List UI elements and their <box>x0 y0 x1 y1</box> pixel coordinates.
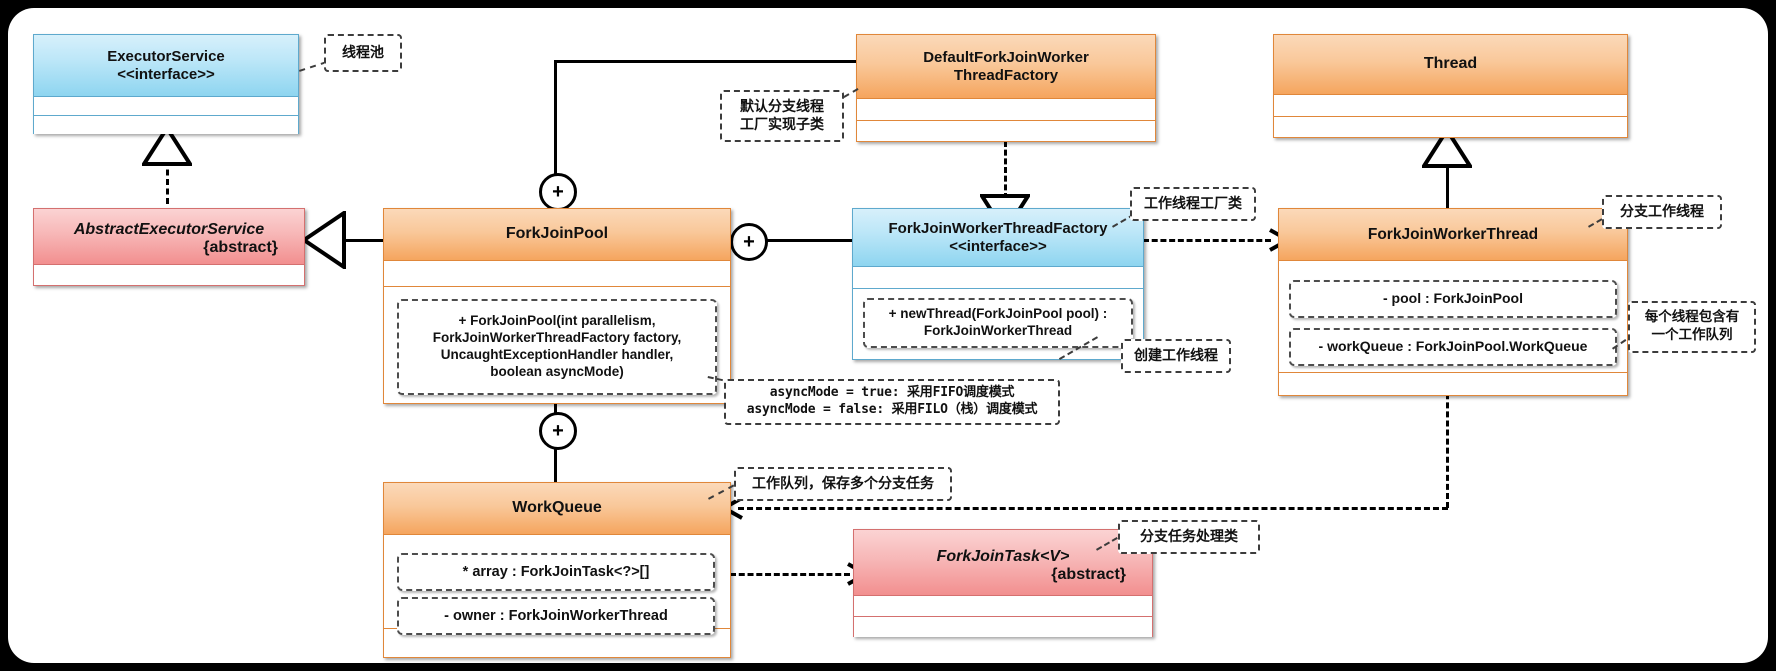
class-forkjointask-modifier: {abstract} <box>1051 566 1126 583</box>
member-forkjoinworkerthread-pool[interactable]: - pool : ForkJoinPool <box>1289 280 1617 318</box>
class-abstractexecutorservice-attributes <box>34 265 304 285</box>
class-forkjointask-name: ForkJoinTask<V> <box>936 547 1070 565</box>
class-executorservice-name: ExecutorService <box>107 48 225 66</box>
class-thread[interactable]: Thread <box>1273 34 1628 138</box>
member-forkjoinworkerthread-workqueue[interactable]: - workQueue : ForkJoinPool.WorkQueue <box>1289 328 1617 366</box>
class-workqueue-header: WorkQueue <box>384 483 730 535</box>
note-async-mode: asyncMode = true: 采用FIFO调度模式 asyncMode =… <box>724 379 1060 425</box>
class-forkjoinpool-header: ForkJoinPool <box>384 209 730 261</box>
member-workqueue-owner[interactable]: - owner : ForkJoinWorkerThread <box>397 597 715 635</box>
connector-defaultfactory-factoryinterface <box>1004 141 1007 199</box>
class-forkjoinworkerthread-name: ForkJoinWorkerThread <box>1367 225 1539 243</box>
class-executorservice-stereotype: <<interface>> <box>117 65 215 83</box>
class-defaultforkjoinworkerthreadfactory-operations <box>857 121 1155 141</box>
class-thread-name: Thread <box>1423 55 1478 73</box>
connector-array-forkjointask <box>730 573 850 576</box>
class-forkjoinpool-name: ForkJoinPool <box>505 225 609 243</box>
note-create-worker: 创建工作线程 <box>1121 339 1231 373</box>
class-defaultforkjoinworkerthreadfactory-header: DefaultForkJoinWorker ThreadFactory <box>857 35 1155 99</box>
class-forkjointask-header: ForkJoinTask<V> {abstract} <box>854 530 1152 596</box>
class-forkjointask-operations <box>854 617 1152 637</box>
connector-abstract-forkjoinpool <box>324 239 384 242</box>
generalization-arrow-executorservice <box>142 126 192 166</box>
class-defaultforkjoinworkerthreadfactory[interactable]: DefaultForkJoinWorker ThreadFactory <box>856 34 1156 142</box>
class-abstractexecutorservice-header: AbstractExecutorService {abstract} <box>34 209 304 265</box>
class-thread-operations <box>1274 117 1627 137</box>
diagram-canvas: + + + ExecutorService <<interface>> <box>8 8 1768 663</box>
class-forkjoinworkerthread-header: ForkJoinWorkerThread <box>1279 209 1627 261</box>
class-executorservice-attributes <box>34 97 298 116</box>
aggregation-marker-workqueue: + <box>539 412 577 450</box>
connector-pool-factoryinterface <box>730 239 852 242</box>
generalization-arrow-abstractexecutorservice <box>302 211 346 269</box>
note-work-queue: 工作队列，保存多个分支任务 <box>734 467 952 501</box>
member-forkjoinpool-constructor[interactable]: + ForkJoinPool(int parallelism, ForkJoin… <box>397 299 717 395</box>
class-forkjointask[interactable]: ForkJoinTask<V> {abstract} <box>853 529 1153 637</box>
note-factory-class: 工作线程工厂类 <box>1130 187 1256 221</box>
connector-workerthread-workqueue-vertical <box>1446 348 1449 508</box>
note-branch-worker: 分支工作线程 <box>1602 195 1722 229</box>
class-defaultforkjoinworkerthreadfactory-name: DefaultForkJoinWorker ThreadFactory <box>923 49 1089 84</box>
connector-factory-workerthread <box>1143 239 1271 242</box>
class-forkjointask-attributes <box>854 596 1152 617</box>
class-forkjoinworkerthreadfactory-name: ForkJoinWorkerThreadFactory <box>888 220 1108 238</box>
connector-pool-defaultfactory-horizontal <box>554 60 856 63</box>
connector-workerthread-workqueue-horizontal <box>738 507 1448 510</box>
connector-executorservice-abstractexecutorservice <box>166 160 169 204</box>
class-executorservice-operations <box>34 116 298 134</box>
member-workqueue-array[interactable]: * array : ForkJoinTask<?>[] <box>397 553 715 591</box>
class-forkjoinworkerthreadfactory-header: ForkJoinWorkerThreadFactory <<interface>… <box>853 209 1143 267</box>
class-workqueue-name: WorkQueue <box>512 499 602 517</box>
class-thread-header: Thread <box>1274 35 1627 95</box>
note-task-class: 分支任务处理类 <box>1118 520 1260 554</box>
note-each-thread: 每个线程包含有 一个工作队列 <box>1628 301 1756 353</box>
aggregation-marker-factoryinterface: + <box>730 223 768 261</box>
class-abstractexecutorservice-modifier: {abstract} <box>203 239 278 256</box>
class-abstractexecutorservice-name: AbstractExecutorService <box>73 220 265 238</box>
class-forkjoinworkerthreadfactory-stereotype: <<interface>> <box>949 237 1047 255</box>
class-executorservice-header: ExecutorService <<interface>> <box>34 35 298 97</box>
note-thread-pool: 线程池 <box>324 34 402 72</box>
class-abstractexecutorservice[interactable]: AbstractExecutorService {abstract} <box>33 208 305 286</box>
connector-pool-defaultfactory-vertical <box>554 60 557 192</box>
connector-thread-workerthread <box>1446 163 1449 211</box>
class-forkjoinworkerthread-operations <box>1279 373 1627 395</box>
member-forkjoinworkerthreadfactory-newthread[interactable]: + newThread(ForkJoinPool pool) : ForkJoi… <box>863 298 1133 348</box>
aggregation-marker-defaultfactory: + <box>539 173 577 211</box>
class-forkjoinworkerthreadfactory-attributes <box>853 267 1143 289</box>
class-forkjoinpool-attributes <box>384 261 730 287</box>
class-thread-attributes <box>1274 95 1627 117</box>
note-default-factory: 默认分支线程 工厂实现子类 <box>720 90 844 142</box>
class-executorservice[interactable]: ExecutorService <<interface>> <box>33 34 299 134</box>
generalization-arrow-thread <box>1422 128 1472 168</box>
class-defaultforkjoinworkerthreadfactory-attributes <box>857 99 1155 121</box>
